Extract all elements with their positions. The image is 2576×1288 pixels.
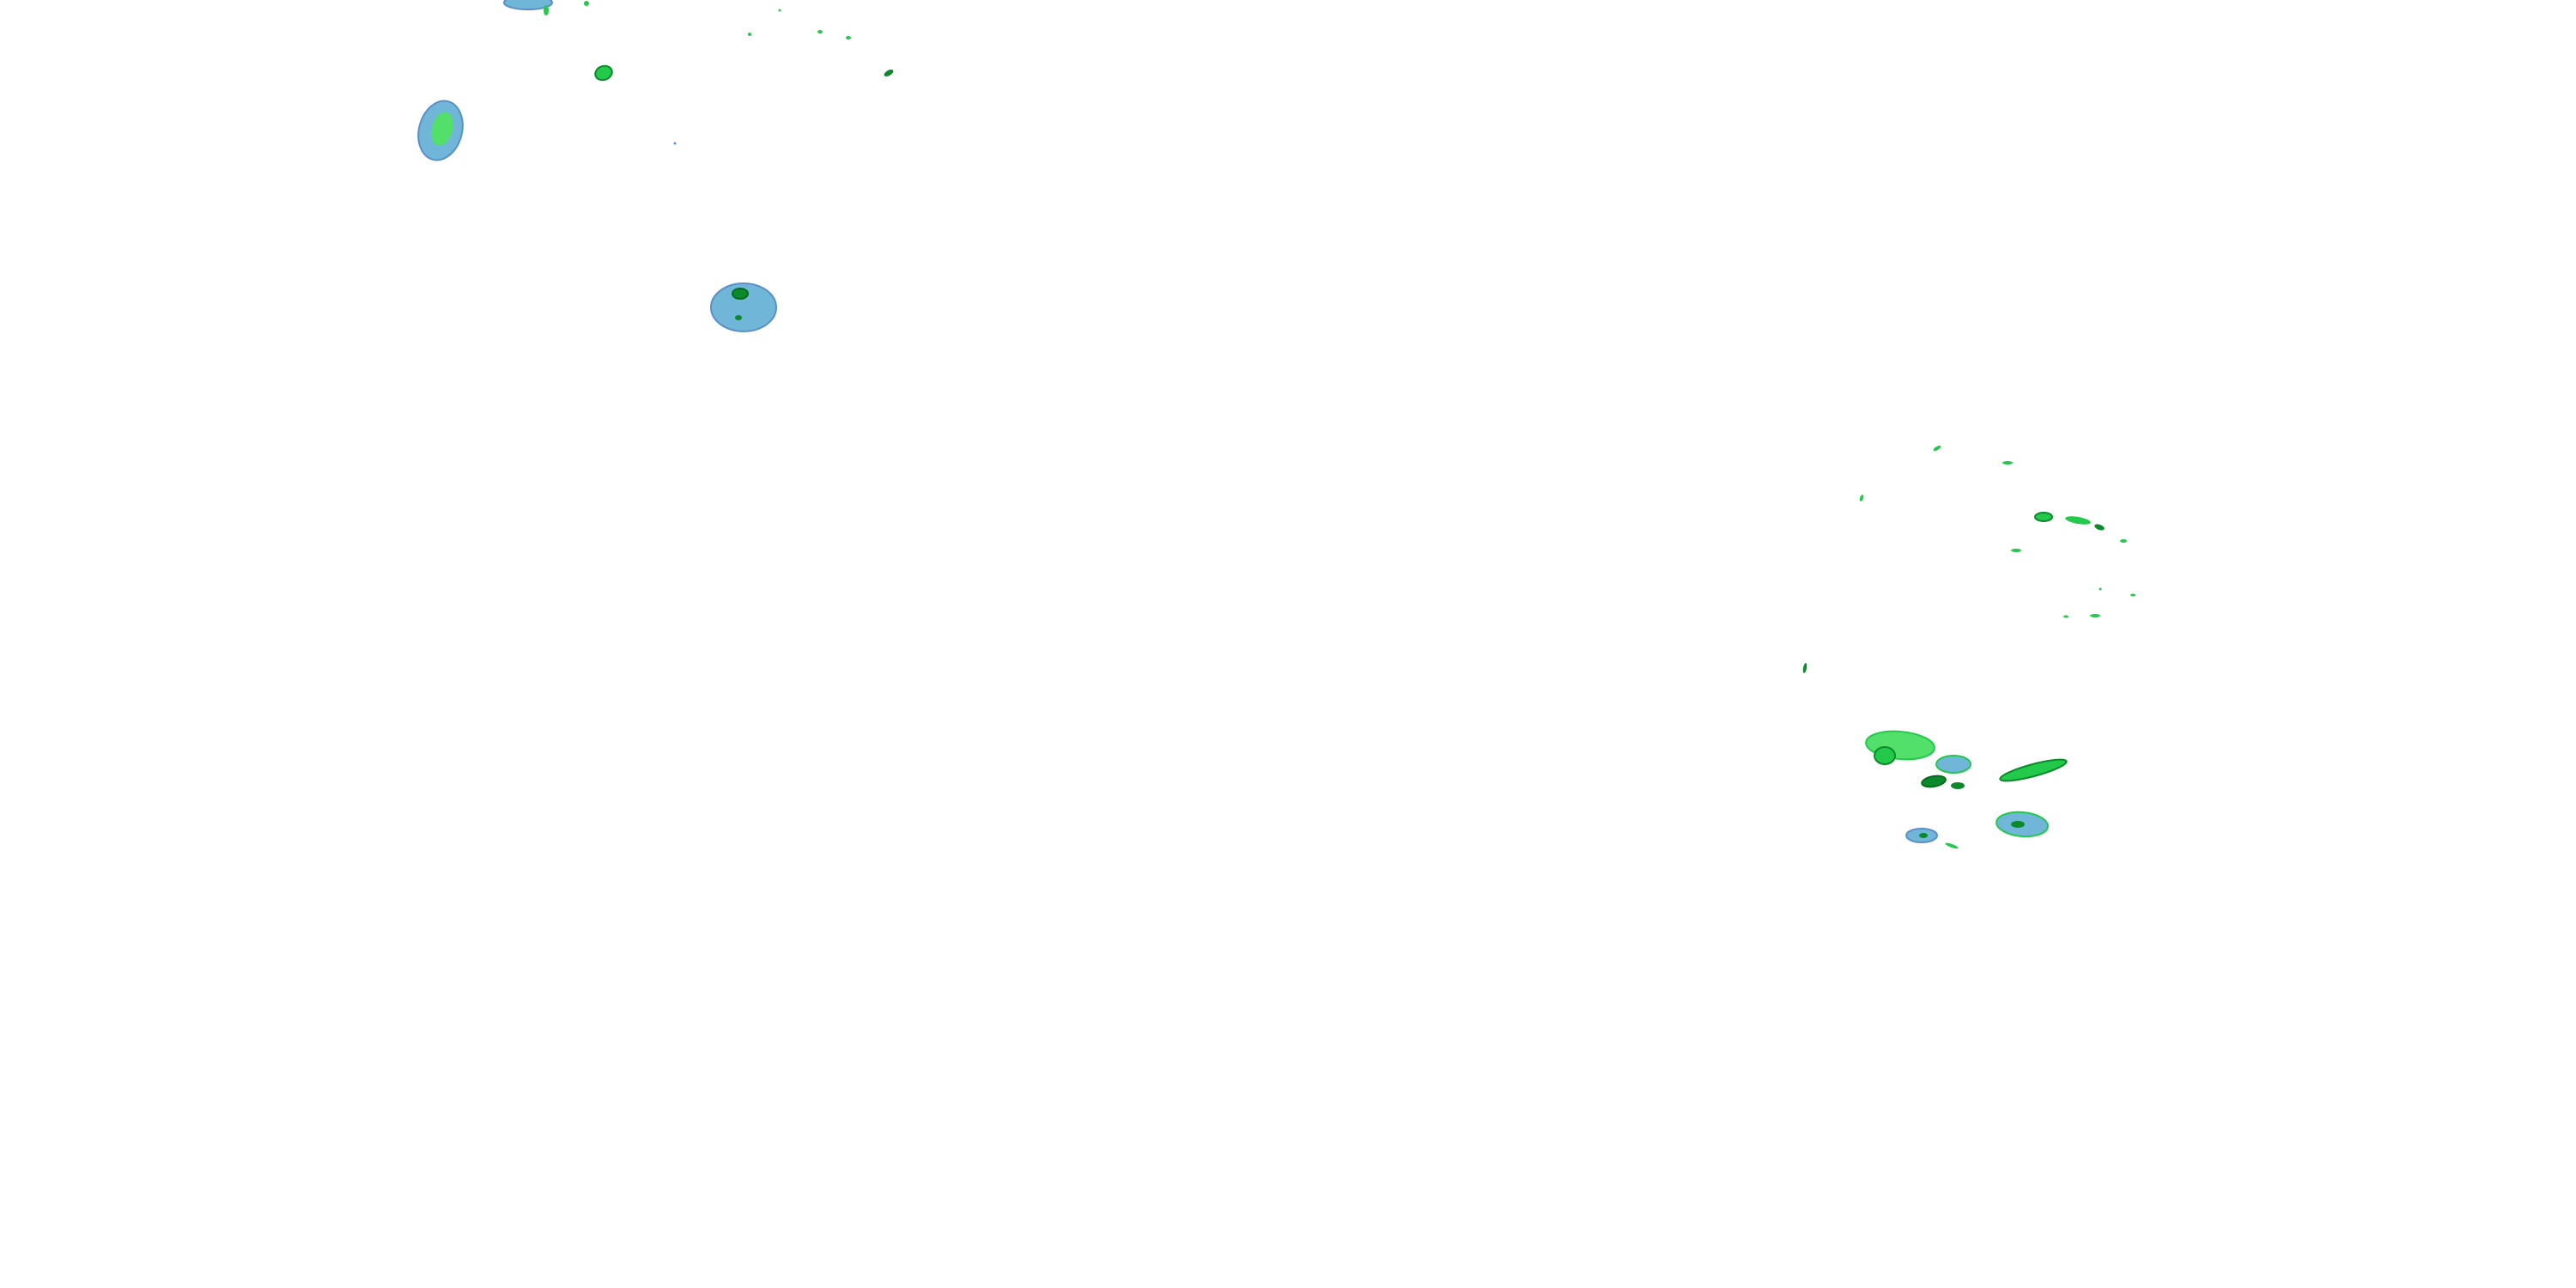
- echo-speck: [2065, 516, 2091, 525]
- echo-cell-central: [710, 283, 777, 332]
- echo-cell-core: [1919, 833, 1928, 838]
- echo-speck: [1802, 663, 1807, 673]
- echo-speck: [2090, 614, 2100, 617]
- echo-cell-small: [2034, 512, 2053, 522]
- echo-speck: [2099, 587, 2102, 591]
- echo-cell-core: [2011, 821, 2025, 828]
- echo-cell-core: [1921, 775, 1947, 788]
- echo-speck: [584, 1, 589, 6]
- echo-speck: [1933, 445, 1941, 452]
- echo-cell-east: [1935, 755, 1971, 774]
- echo-cell-core: [1874, 746, 1896, 765]
- echo-cell-core: [735, 315, 742, 320]
- echo-speck: [2130, 593, 2136, 597]
- echo-cell-core: [1951, 782, 1965, 789]
- echo-speck: [846, 36, 851, 39]
- echo-cell-small: [594, 64, 613, 82]
- echo-speck: [2011, 549, 2021, 552]
- echo-cell-line: [1999, 758, 2068, 782]
- echo-speck: [778, 9, 781, 12]
- echo-speck: [884, 70, 894, 76]
- echo-speck: [748, 33, 751, 36]
- echo-speck: [2002, 461, 2013, 465]
- precipitation-echo-layer: [417, 0, 2136, 849]
- echo-speck: [1945, 842, 1959, 849]
- echo-cell-core: [431, 112, 453, 146]
- echo-speck: [2063, 615, 2069, 618]
- echo-speck: [2094, 524, 2105, 531]
- echo-speck: [544, 5, 549, 15]
- echo-speck: [1859, 495, 1864, 501]
- echo-cell-core: [732, 288, 749, 300]
- echo-speck: [673, 142, 677, 145]
- echo-speck: [817, 30, 823, 33]
- echo-speck: [2120, 539, 2127, 543]
- echo-cell-top-edge: [503, 0, 553, 10]
